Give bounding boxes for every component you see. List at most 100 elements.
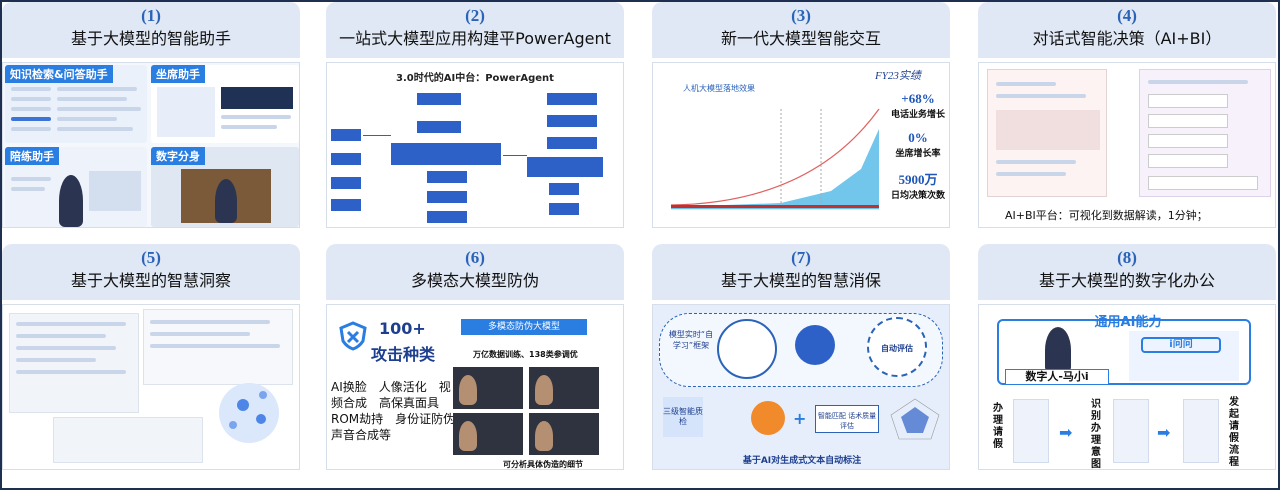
diagram-node [547, 93, 597, 105]
diagram-node [427, 171, 467, 183]
card-title: 基于大模型的智慧洞察 [70, 271, 231, 290]
radar-chart [890, 398, 940, 440]
card-number: (6) [465, 248, 485, 267]
diagram-title: 3.0时代的AI中台：PowerAgent [396, 73, 554, 84]
screen-label: 数字分身 [151, 147, 205, 165]
chart-title: 人机大模型落地效果 [683, 84, 755, 93]
stat-block: +68% 电话业务增长 0% 坐席增长率 5900万 日均决策次数 [887, 91, 949, 201]
card-header: (3) 新一代大模型智能交互 [652, 2, 950, 58]
badge: FY23实绩 [875, 70, 921, 82]
card-number: (7) [791, 248, 811, 267]
card-screenshot: 知识检索&问答助手 坐席助手 陪练助手 数字分身 [2, 62, 300, 228]
general-ai-banner: 通用AI能力 [1094, 315, 1162, 330]
quality-inspection-box: 三级智能质检 [663, 397, 703, 437]
diagram-node [331, 129, 361, 141]
screen-label: 知识检索&问答助手 [5, 65, 113, 83]
screen-label: 陪练助手 [5, 147, 59, 165]
card-poweragent[interactable]: (2) 一站式大模型应用构建平PowerAgent 3.0时代的AI中台：Pow… [326, 2, 624, 230]
diagram-node [547, 115, 597, 127]
diagram-node [547, 137, 597, 149]
protection-diagram: 模型实时“自学习”框架 自动评估 三级智能质检 + 智能匹配 话术质量评估 基于… [652, 304, 950, 470]
stat-label: 日均决策次数 [890, 191, 945, 201]
script-evaluation-box: 智能匹配 话术质量评估 [815, 405, 879, 433]
growth-chart [670, 108, 880, 210]
annotation-footer: 基于AI对生成式文本自动标注 [742, 456, 862, 466]
agent-assist-screen: 坐席助手 [151, 65, 299, 143]
card-number: (3) [791, 6, 811, 25]
card-title: 多模态大模型防伪 [410, 271, 539, 290]
card-title: 基于大模型的智慧消保 [720, 271, 881, 290]
avatar [59, 175, 83, 227]
training-note: 万亿数据训练、138类参调优 [473, 350, 578, 359]
screen-label: 坐席助手 [151, 65, 205, 83]
chat-screenshot: AI+BI平台：可视化到数据解读，1分钟； [978, 62, 1276, 228]
card-number: (4) [1117, 6, 1137, 25]
card-header: (1) 基于大模型的智能助手 [2, 2, 300, 58]
diagram-node [331, 199, 361, 211]
stat-label: 电话业务增长 [890, 110, 945, 120]
insight-screenshot [2, 304, 300, 470]
card-title: 基于大模型的智能助手 [70, 29, 231, 48]
training-screen: 陪练助手 [5, 147, 147, 227]
card-title: 一站式大模型应用构建平PowerAgent [339, 29, 611, 48]
digital-human-name: 数字人-马小i [1005, 369, 1109, 385]
step-label: 办理请假 [993, 403, 1003, 450]
diagram-node [527, 157, 603, 177]
diagram-node [549, 183, 579, 195]
attack-types: AI换脸 人像活化 视频合成 高保真面具 ROM劫持 身份证防伪 声音合成等 [331, 380, 467, 442]
card-title: 对话式智能决策（AI+BI） [1032, 29, 1222, 48]
card-number: (5) [141, 248, 161, 267]
ai-bi-caption: AI+BI平台：可视化到数据解读，1分钟； [1005, 209, 1208, 222]
card-number: (1) [141, 6, 161, 25]
stat-value: +68% [901, 91, 935, 106]
results-chart-image: 人机大模型落地效果 FY23实绩 +68% 电话业务增长 0% 坐席增长率 59… [652, 62, 950, 228]
avatar [1045, 327, 1071, 373]
card-header: (5) 基于大模型的智慧洞察 [2, 244, 300, 300]
stat-label: 坐席增长率 [895, 149, 941, 159]
card-header: (6) 多模态大模型防伪 [326, 244, 624, 300]
detail-note: 可分析具体伪造的细节 [503, 460, 583, 469]
card-header: (2) 一站式大模型应用构建平PowerAgent [326, 2, 624, 58]
shield-icon [339, 321, 367, 351]
anti-fraud-panel: 100+ 攻击种类 AI换脸 人像活化 视频合成 高保真面具 ROM劫持 身份证… [326, 304, 624, 470]
stat-value: 0% [908, 130, 928, 145]
card-number: (2) [465, 6, 485, 25]
card-header: (7) 基于大模型的智慧消保 [652, 244, 950, 300]
digital-twin-screen: 数字分身 [151, 147, 299, 227]
avatar [215, 179, 237, 223]
card-consumer-protection[interactable]: (7) 基于大模型的智慧消保 模型实时“自学习”框架 自动评估 三级智能质检 +… [652, 244, 950, 472]
office-panel: 通用AI能力 数字人-马小i i问问 办理请假 ➡ 识别办理意图 ➡ 发起请假流… [978, 304, 1276, 470]
diagram-node [391, 143, 501, 165]
diagram-node [417, 121, 461, 133]
knowledge-qa-screen: 知识检索&问答助手 [5, 65, 147, 143]
diagram-node [331, 177, 361, 189]
card-title: 新一代大模型智能交互 [720, 29, 881, 48]
card-ai-bi[interactable]: (4) 对话式智能决策（AI+BI） AI+BI平台：可视化到数据解读，1分钟； [978, 2, 1276, 230]
diagram-node [549, 203, 579, 215]
card-smart-assistant[interactable]: (1) 基于大模型的智能助手 知识检索&问答助手 坐席助手 陪练助手 [2, 2, 300, 230]
attack-count-label: 攻击种类 [371, 345, 436, 364]
self-learning-label: 模型实时“自学习”框架 [668, 330, 714, 350]
stat-value: 5900万 [898, 172, 938, 187]
card-header: (4) 对话式智能决策（AI+BI） [978, 2, 1276, 58]
auto-eval-label: 自动评估 [881, 344, 913, 353]
card-digital-office[interactable]: (8) 基于大模型的数字化办公 通用AI能力 数字人-马小i i问问 办理请假 … [978, 244, 1276, 472]
card-number: (8) [1117, 248, 1137, 267]
plus-icon: + [793, 409, 807, 428]
diagram-node [331, 153, 361, 165]
diagram-node [417, 93, 461, 105]
app-name: i问问 [1141, 337, 1221, 353]
arrow-right-icon: ➡ [1059, 423, 1073, 442]
attack-count: 100+ [379, 319, 426, 338]
card-interaction[interactable]: (3) 新一代大模型智能交互 人机大模型落地效果 FY23实绩 +68% 电话业… [652, 2, 950, 230]
arrow-right-icon: ➡ [1157, 423, 1171, 442]
cluster-graph [219, 383, 279, 443]
architecture-diagram: 3.0时代的AI中台：PowerAgent [326, 62, 624, 228]
card-header: (8) 基于大模型的数字化办公 [978, 244, 1276, 300]
card-anti-fraud[interactable]: (6) 多模态大模型防伪 100+ 攻击种类 AI换脸 人像活化 视频合成 高保… [326, 244, 624, 472]
step-label: 识别办理意图 [1091, 399, 1101, 470]
diagram-node [427, 191, 467, 203]
card-insight[interactable]: (5) 基于大模型的智慧洞察 [2, 244, 300, 472]
card-title: 基于大模型的数字化办公 [1038, 271, 1215, 290]
